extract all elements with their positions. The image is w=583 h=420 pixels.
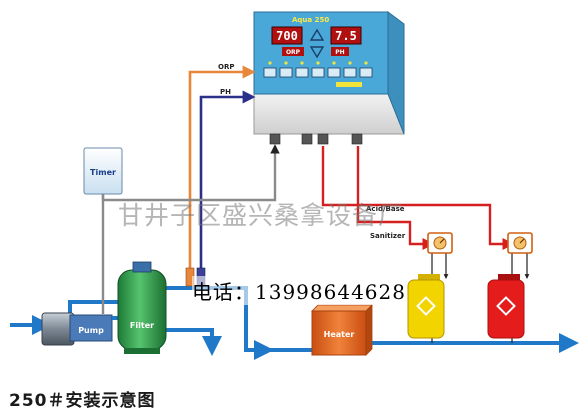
key-4	[311, 67, 325, 78]
filter-drain-pipe	[166, 328, 222, 356]
timer-unit: Timer	[83, 147, 123, 195]
controller-title: Aqua 250	[292, 16, 329, 24]
heater-side	[365, 304, 373, 356]
key-1	[263, 67, 277, 78]
heater-body	[311, 310, 367, 356]
sanitizer-line	[356, 146, 435, 250]
orp-indicator-label: ORP	[286, 49, 301, 56]
pump-housing	[69, 314, 113, 342]
controller-keypad	[263, 67, 373, 78]
acid-base-tank-cap	[498, 274, 520, 282]
acid-base-tank-symbol	[496, 296, 516, 316]
ph-indicator	[331, 47, 349, 56]
down-arrow-icon	[309, 46, 325, 59]
up-arrow-icon	[309, 28, 325, 41]
status-leds	[268, 61, 368, 65]
led-7	[364, 61, 368, 65]
controller-badge	[336, 82, 362, 87]
display-left	[271, 26, 303, 45]
controller-panel	[253, 11, 389, 95]
sanitizer-tank-symbol	[416, 296, 436, 316]
sanitizer-label: Sanitizer	[370, 232, 406, 240]
ph-label: PH	[220, 88, 231, 96]
filter-label: Filter	[130, 321, 154, 330]
gland-2	[301, 133, 313, 145]
filter-unit: Filter	[117, 261, 167, 354]
ph-indicator-label: PH	[335, 49, 344, 56]
filter-tank	[117, 269, 167, 351]
controller-case	[253, 91, 405, 135]
gland-3	[317, 133, 329, 145]
gland-4	[351, 133, 363, 145]
display-right-value: 7.5	[335, 29, 357, 43]
pump-motor	[41, 312, 75, 346]
sanitizer-tank	[407, 274, 445, 339]
led-4	[316, 61, 320, 65]
key-7	[359, 67, 373, 78]
sanitizer-tank-body	[407, 279, 445, 339]
acid-base-dosing-pump	[507, 232, 533, 254]
heater-label: Heater	[324, 330, 355, 339]
key-3	[295, 67, 309, 78]
acid-base-tank-body	[487, 279, 525, 339]
filter-base	[124, 348, 160, 354]
heater-top	[311, 304, 373, 312]
pump-label: Pump	[78, 326, 104, 335]
orp-sensor-line	[188, 65, 256, 270]
ph-sensor-line	[199, 90, 256, 270]
led-6	[348, 61, 352, 65]
display-left-value: 700	[276, 29, 298, 43]
sanitizer-tank-cap	[418, 274, 440, 282]
controller-side	[387, 11, 405, 135]
pump-unit: Pump	[41, 312, 124, 346]
sanitizer-dosing-pump	[427, 232, 453, 254]
sanitizer-pump-needle	[439, 238, 445, 244]
watermark: 甘井子区盛兴桑拿设备厂	[118, 201, 405, 230]
key-5	[327, 67, 341, 78]
led-5	[332, 61, 336, 65]
acid-base-pump-needle	[519, 238, 525, 244]
orp-label: ORP	[218, 63, 234, 71]
orp-indicator	[282, 47, 304, 56]
led-1	[268, 61, 272, 65]
display-right	[330, 26, 362, 45]
key-6	[343, 67, 357, 78]
diagram-caption: 250＃安装示意图	[9, 391, 156, 411]
gland-1	[269, 133, 281, 145]
phone-number: 电话：13998644628	[192, 276, 406, 305]
filter-valve	[132, 261, 152, 273]
timer-box	[83, 147, 123, 195]
acid-base-line	[321, 146, 515, 250]
heater-unit: Heater	[311, 304, 373, 356]
led-2	[284, 61, 288, 65]
key-2	[279, 67, 293, 78]
led-3	[300, 61, 304, 65]
timer-label: Timer	[90, 168, 116, 177]
controller-unit: Aqua 250 700 7.5 ORP PH	[253, 11, 405, 145]
acid-base-tank	[487, 274, 525, 339]
acid-base-label: Acid/Base	[366, 205, 405, 213]
cable-glands	[269, 133, 363, 145]
